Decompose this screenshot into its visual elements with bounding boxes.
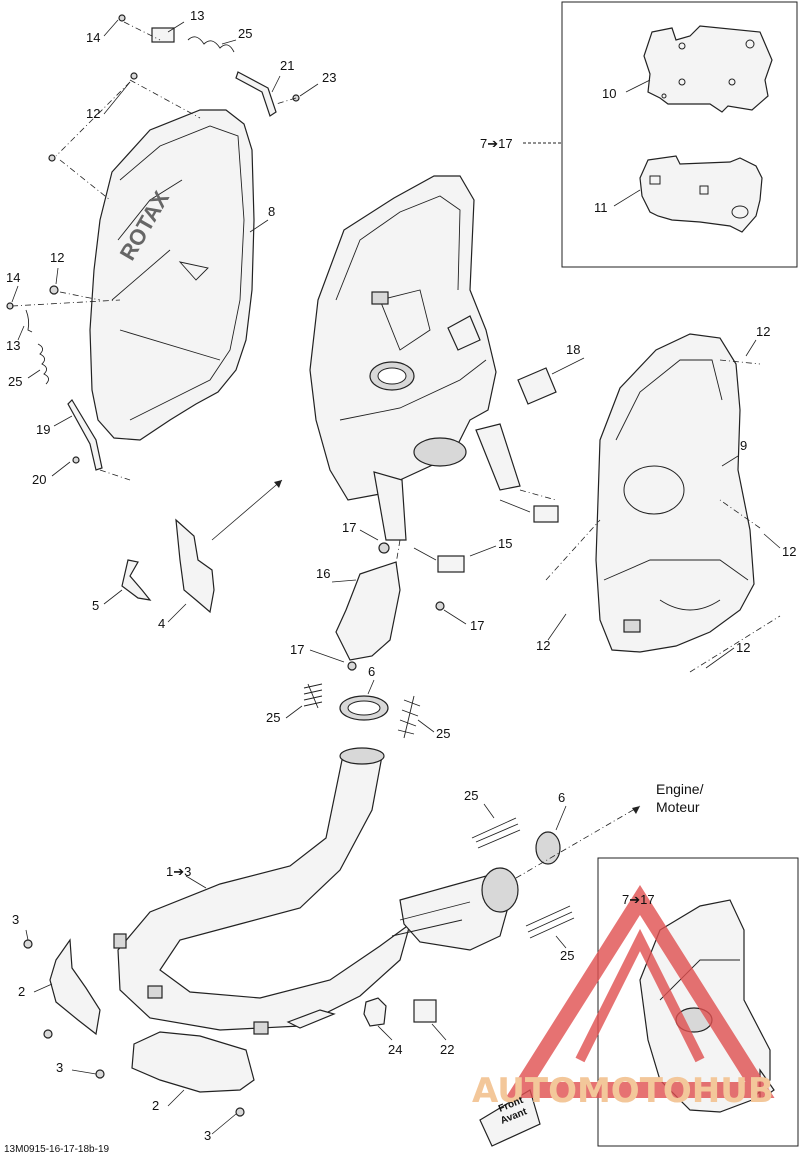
callout-10: 10	[602, 86, 616, 101]
callout-25: 25	[464, 788, 478, 803]
callout-11: 11	[594, 200, 608, 215]
watermark-logo	[505, 885, 775, 1098]
heat-shield-part-2b	[131, 1031, 255, 1093]
callout-12: 12	[756, 324, 770, 339]
callout-3: 3	[56, 1060, 63, 1075]
callout-25: 25	[238, 26, 252, 41]
callout-12: 12	[536, 638, 550, 653]
callout-20: 20	[32, 472, 46, 487]
clip-part-15b	[533, 505, 559, 523]
clip-part-18	[517, 367, 557, 405]
callout-19: 19	[36, 422, 50, 437]
gasket-part-10	[643, 25, 773, 113]
callout-16: 16	[316, 566, 330, 581]
left-muffler-cover-part-8	[89, 109, 255, 441]
callout-17: 17	[470, 618, 484, 633]
grommet-part-24	[363, 997, 387, 1027]
callout-4: 4	[158, 616, 165, 631]
callout-25: 25	[8, 374, 22, 389]
inset-box-gaskets	[561, 1, 798, 268]
heat-shield-part-5	[121, 559, 152, 601]
diagram-code: 13M0915-16-17-18b-19	[4, 1144, 110, 1155]
callout-13: 13	[190, 8, 204, 23]
spring-part-25a	[303, 683, 323, 709]
spring-part-25f	[525, 905, 575, 939]
engine-label-line1: Engine/	[656, 781, 704, 797]
callout-17: 17	[342, 520, 356, 535]
front-arrow-badge	[479, 1089, 541, 1147]
clip-part-15a	[437, 555, 465, 573]
callout-24: 24	[388, 1042, 402, 1057]
callout-25: 25	[266, 710, 280, 725]
watermark-text: AUTOMOTOHUB	[472, 1071, 774, 1111]
label-part-22	[413, 999, 437, 1023]
heat-shield-part-4	[175, 518, 215, 614]
assembly-label-7-17: 7➔17	[480, 136, 513, 151]
callout-14: 14	[86, 30, 100, 45]
muffler-housing-part-7	[309, 175, 497, 501]
callout-25: 25	[560, 948, 574, 963]
callout-15: 15	[498, 536, 512, 551]
inset-box-muffler	[597, 857, 799, 1147]
callout-6: 6	[558, 790, 565, 805]
inset-assembly-label: 7➔17	[622, 892, 655, 907]
callout-2: 2	[152, 1098, 159, 1113]
heat-shield-part-2a	[49, 938, 101, 1036]
right-muffler-cover-part-9	[595, 333, 755, 653]
callout-12: 12	[86, 106, 100, 121]
seal-ring-part-6b	[535, 831, 561, 865]
callout-6: 6	[368, 664, 375, 679]
spring-part-25e	[471, 817, 521, 849]
callout-21: 21	[280, 58, 294, 73]
callout-13: 13	[6, 338, 20, 353]
callout-5: 5	[92, 598, 99, 613]
callout-12: 12	[50, 250, 64, 265]
spring-part-25b	[397, 695, 421, 739]
pipe-assembly-label: 1➔3	[166, 864, 191, 879]
callout-3: 3	[12, 912, 19, 927]
callout-2: 2	[18, 984, 25, 999]
callout-12: 12	[736, 640, 750, 655]
callout-23: 23	[322, 70, 336, 85]
callout-14: 14	[6, 270, 20, 285]
strap-part-19	[67, 399, 103, 471]
callout-17: 17	[290, 642, 304, 657]
callout-25: 25	[436, 726, 450, 741]
callout-12: 12	[782, 544, 796, 559]
engine-label-line2: Moteur	[656, 799, 700, 815]
callout-22: 22	[440, 1042, 454, 1057]
strap-part-21	[235, 71, 277, 117]
callout-8: 8	[268, 204, 275, 219]
bracket-part-16	[335, 561, 401, 661]
leader-lines	[11, 19, 781, 1135]
callout-9: 9	[740, 438, 747, 453]
callout-3: 3	[204, 1128, 211, 1143]
callout-18: 18	[566, 342, 580, 357]
